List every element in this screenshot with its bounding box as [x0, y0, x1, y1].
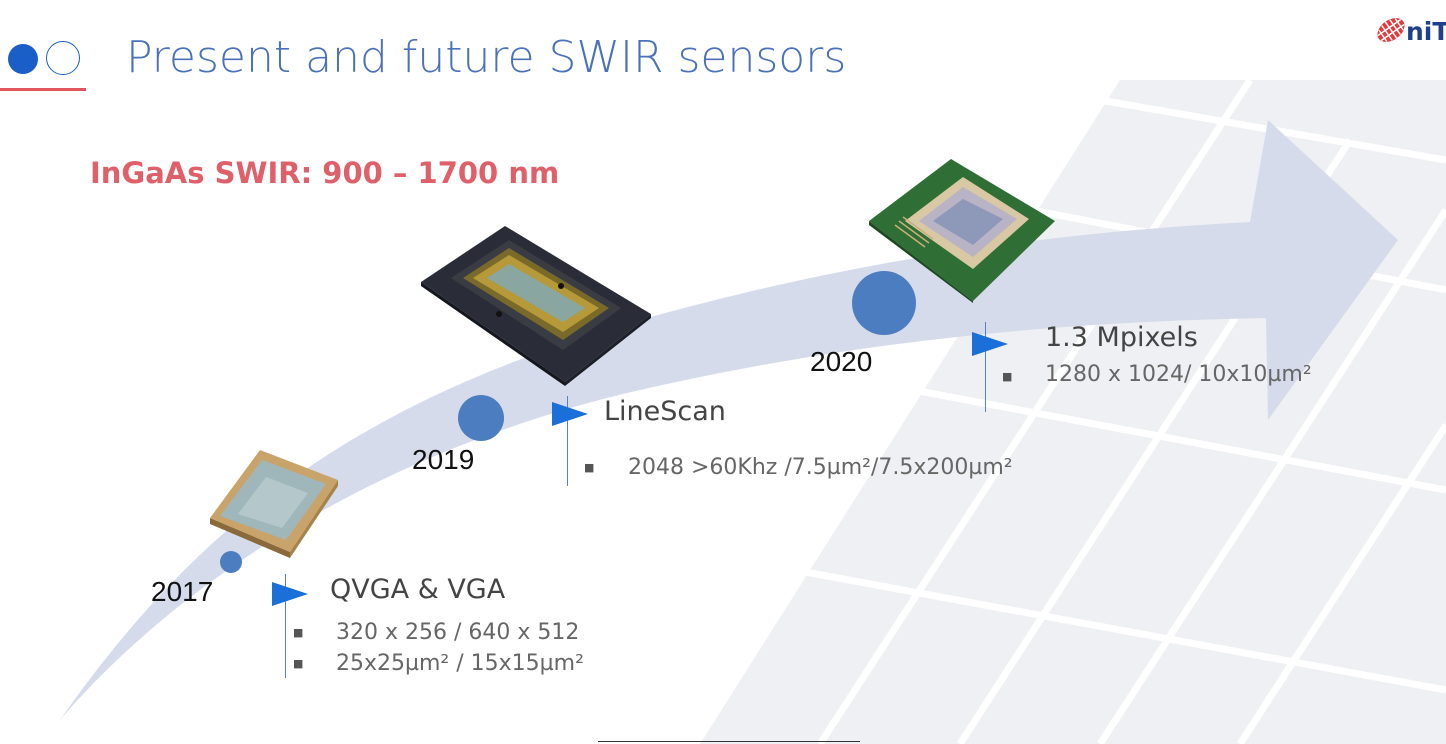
timeline-dot-2020	[852, 271, 916, 335]
year-2019: 2019	[412, 444, 475, 475]
footer-divider	[598, 741, 860, 742]
year-2020: 2020	[810, 346, 873, 377]
milestone-line-2020	[985, 322, 986, 412]
title-underline	[0, 88, 86, 91]
milestone-spec-2020-1: 1280 x 1024/ 10x10µm²	[1045, 362, 1312, 387]
timeline-arrow	[60, 120, 1398, 720]
nit-logo-icon	[1377, 18, 1405, 42]
milestone-line-2017	[285, 574, 286, 678]
flag-icon	[972, 332, 1008, 356]
qvga-sensor-image	[210, 450, 338, 558]
bullet-icon: ■	[584, 461, 595, 474]
bullet-icon: ■	[1002, 370, 1013, 383]
timeline-dot-2019	[458, 395, 504, 441]
nit-logo: niT	[1376, 10, 1446, 50]
title-dot-filled	[8, 44, 38, 74]
milestone-spec-2017-1: 320 x 256 / 640 x 512	[336, 620, 580, 645]
year-2017: 2017	[151, 576, 214, 607]
bullet-icon: ■	[293, 657, 304, 670]
bullet-icon: ■	[293, 626, 304, 639]
flag-icon	[272, 582, 308, 606]
mpixel-sensor-image	[869, 159, 1055, 303]
milestone-spec-2019-1: 2048 >60Khz /7.5µm²/7.5x200µm²	[628, 455, 1013, 480]
title-dot-outline	[46, 41, 80, 75]
milestone-title-2020: 1.3 Mpixels	[1045, 322, 1198, 353]
milestone-spec-2017-2: 25x25µm² / 15x15µm²	[336, 651, 584, 676]
flag-icon	[552, 402, 588, 426]
milestone-title-2017: QVGA & VGA	[330, 574, 506, 605]
wavelength-subtitle: InGaAs SWIR: 900 – 1700 nm	[90, 156, 560, 190]
milestone-line-2019	[567, 396, 568, 486]
milestone-title-2019: LineScan	[604, 396, 726, 427]
page-title: Present and future SWIR sensors	[126, 32, 847, 83]
linescan-sensor-image	[421, 226, 651, 386]
nit-logo-text: niT	[1406, 17, 1446, 46]
timeline-dot-2017	[220, 551, 242, 573]
background-grid-panel	[700, 78, 1446, 744]
